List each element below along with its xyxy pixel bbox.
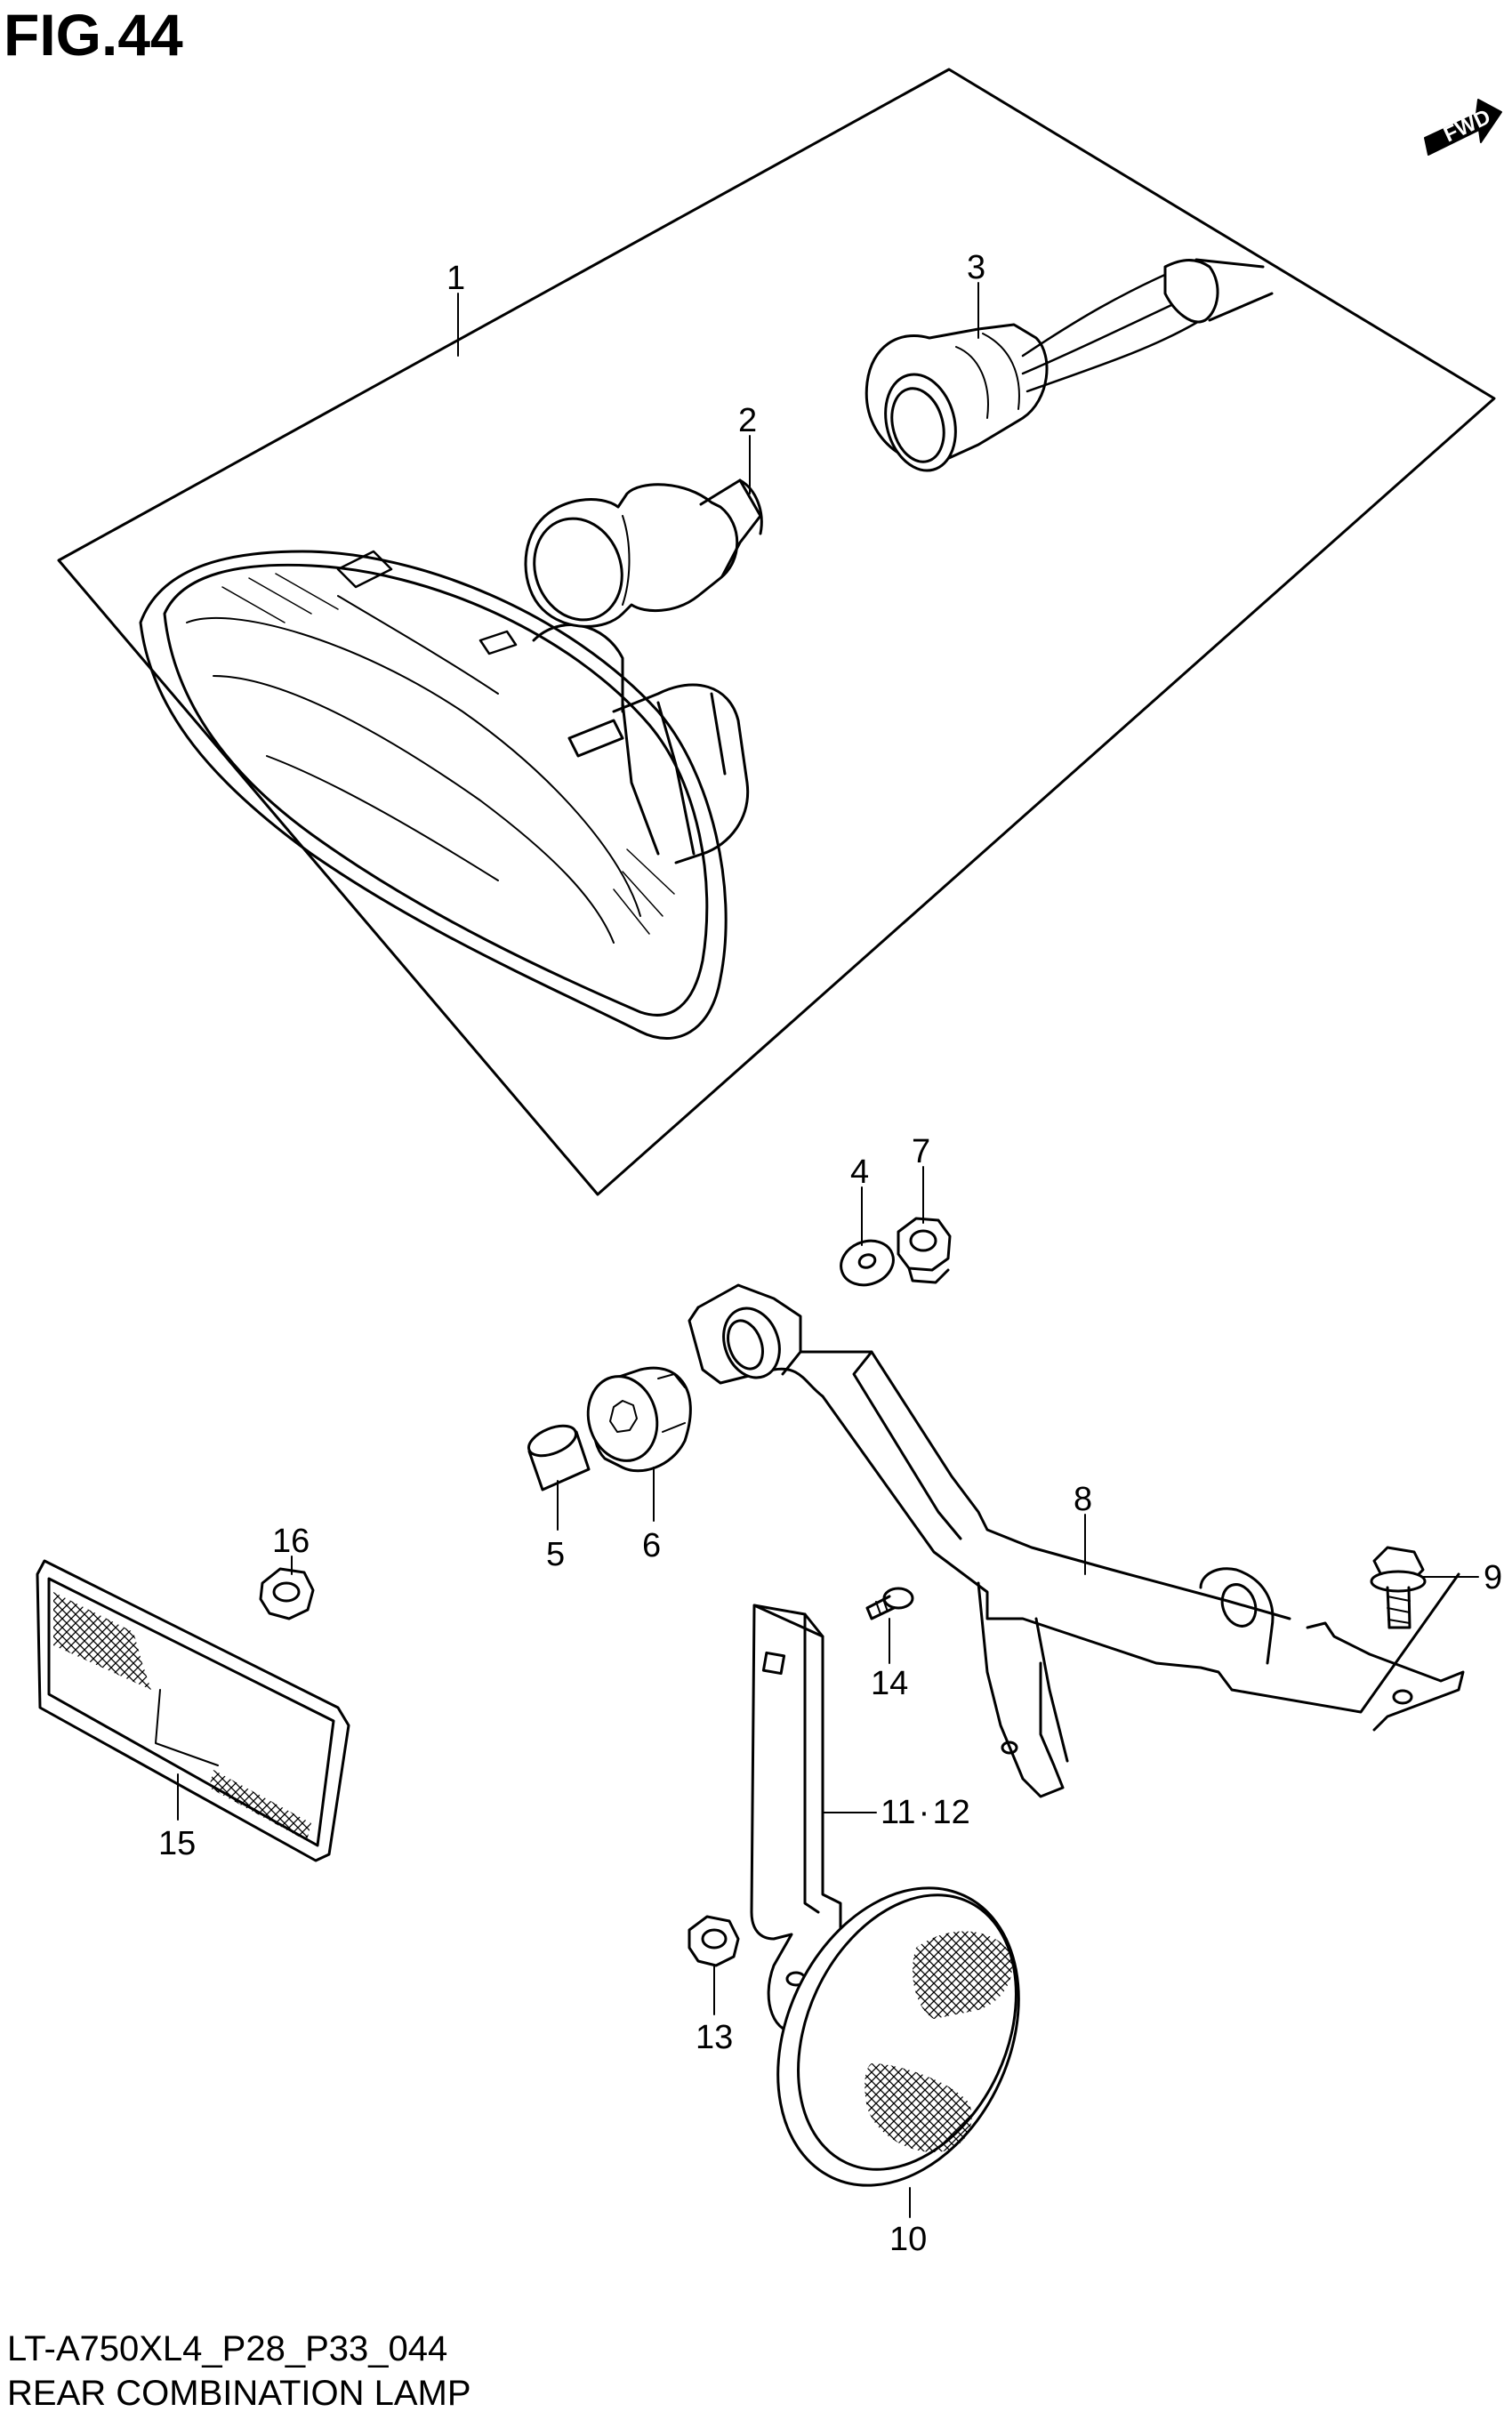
lamp-assembly-frame <box>57 68 1496 1196</box>
fwd-label: FWD <box>1440 105 1494 148</box>
callout-3: 3 <box>967 249 985 286</box>
callout-10: 10 <box>889 2221 927 2258</box>
flange-bolt <box>1370 1546 1427 1629</box>
bulb <box>524 478 763 628</box>
callout-9: 9 <box>1484 1559 1502 1596</box>
rear-combination-lamp-housing <box>139 550 750 1040</box>
round-reflector <box>776 1886 1020 2187</box>
callout-14: 14 <box>871 1665 908 1702</box>
nut-16 <box>259 1567 315 1620</box>
rectangular-reflector <box>36 1559 350 1862</box>
callout-11-12: 11 · 12 <box>881 1794 970 1831</box>
figure-title: FIG.44 <box>4 2 183 68</box>
screw <box>865 1587 914 1620</box>
callout-16: 16 <box>272 1523 310 1560</box>
grommet <box>586 1366 692 1473</box>
callout-labels: 1 2 3 4 5 6 7 8 9 10 11 · 12 13 14 15 16 <box>158 249 1502 2258</box>
nut-7 <box>897 1217 952 1284</box>
bulb-socket <box>865 258 1274 472</box>
callout-2: 2 <box>738 402 757 439</box>
nut-13 <box>688 1915 740 1967</box>
leader-lines <box>177 282 1479 2218</box>
washer <box>840 1239 895 1287</box>
callout-13: 13 <box>696 2019 733 2056</box>
callout-8: 8 <box>1074 1481 1092 1518</box>
figure-code: LT-A750XL4_P28_P33_044 <box>7 2329 448 2368</box>
forward-direction-icon: FWD <box>1424 99 1502 156</box>
callout-7: 7 <box>912 1133 930 1170</box>
callout-5: 5 <box>546 1536 565 1573</box>
figure-name: REAR COMBINATION LAMP <box>7 2374 471 2413</box>
lamp-bracket <box>688 1283 1465 1798</box>
callout-1: 1 <box>446 260 465 297</box>
callout-15: 15 <box>158 1825 196 1862</box>
callout-4: 4 <box>850 1154 869 1191</box>
spacer-collar <box>527 1424 591 1491</box>
callout-6: 6 <box>642 1527 661 1564</box>
